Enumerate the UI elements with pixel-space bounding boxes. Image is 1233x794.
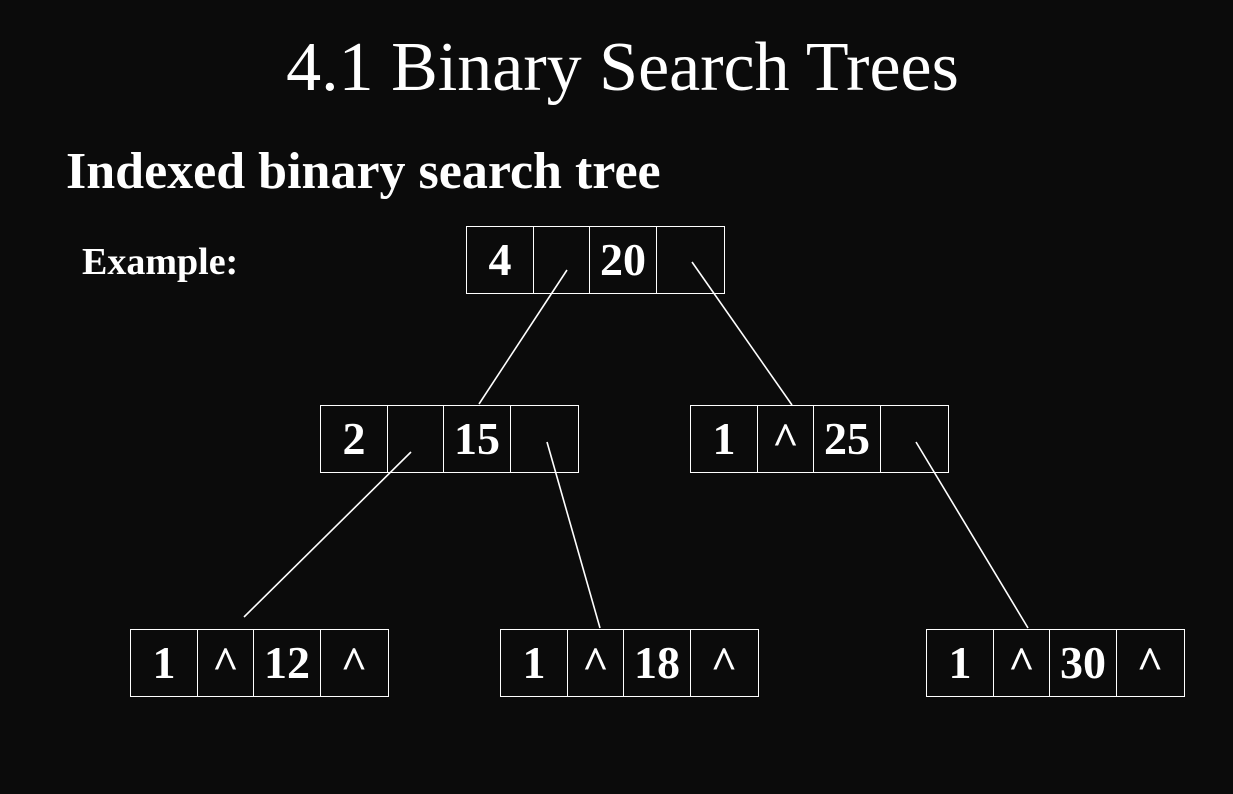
right-pointer-cell: ^: [340, 637, 368, 688]
left-size-cell: 4: [467, 227, 534, 293]
tree-node-12: 1 ^ 12 ^: [130, 629, 389, 697]
right-pointer-cell: ^: [710, 637, 738, 688]
left-size-cell: 1: [131, 630, 198, 696]
tree-node-root: 4 20: [466, 226, 725, 294]
right-pointer-cell: [881, 406, 947, 472]
page-title: 4.1 Binary Search Trees: [286, 29, 959, 106]
key-cell: 25: [814, 406, 881, 472]
key-cell: 15: [444, 406, 511, 472]
key-cell: 20: [590, 227, 657, 293]
left-pointer-cell: ^: [198, 630, 254, 696]
left-size-cell: 1: [501, 630, 568, 696]
left-pointer-cell: ^: [758, 406, 814, 472]
left-pointer-cell: ^: [568, 630, 624, 696]
right-pointer-cell: [657, 227, 723, 293]
left-size-cell: 1: [691, 406, 758, 472]
tree-node-30: 1 ^ 30 ^: [926, 629, 1185, 697]
tree-node-18: 1 ^ 18 ^: [500, 629, 759, 697]
example-label: Example:: [82, 241, 239, 283]
tree-node-25: 1 ^ 25: [690, 405, 949, 473]
key-cell: 12: [254, 630, 321, 696]
tree-node-15: 2 15: [320, 405, 579, 473]
subtitle: Indexed binary search tree: [66, 143, 661, 200]
left-size-cell: 1: [927, 630, 994, 696]
left-size-cell: 2: [321, 406, 388, 472]
right-pointer-cell: [511, 406, 577, 472]
edge-15-12: [243, 451, 412, 618]
key-cell: 18: [624, 630, 691, 696]
left-pointer-cell: [534, 227, 590, 293]
left-pointer-cell: ^: [994, 630, 1050, 696]
left-pointer-cell: [388, 406, 444, 472]
key-cell: 30: [1050, 630, 1117, 696]
right-pointer-cell: ^: [1136, 637, 1164, 688]
